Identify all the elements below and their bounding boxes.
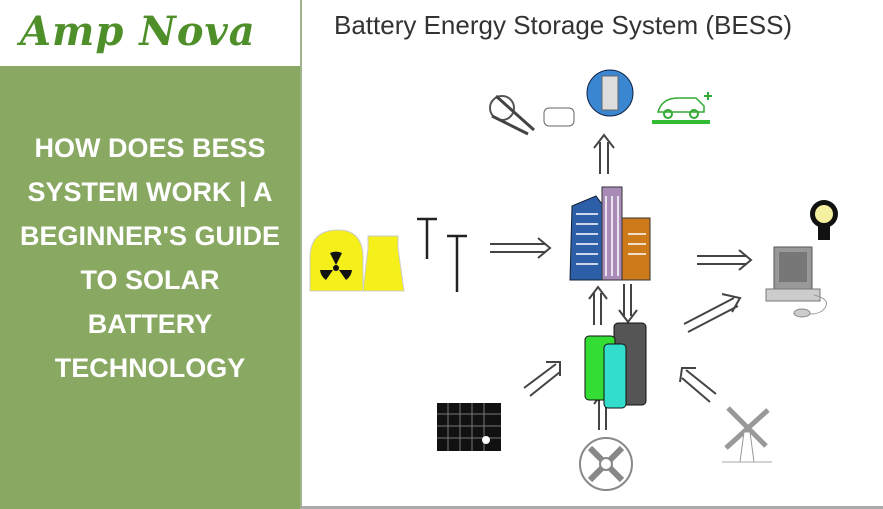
arrow-down-icon [618,284,638,324]
electric-car-icon [652,92,712,124]
solar-panel-icon [437,403,501,451]
power-lines-icon [417,217,467,292]
arrow-diagonal-icon [523,361,561,397]
globe-appliance-icon [586,69,634,117]
motor-belt-icon [489,94,575,136]
diagram-title: Battery Energy Storage System (BESS) [334,10,793,40]
windmill-icon [722,406,772,463]
light-bulb-icon [810,200,838,240]
computer-icon [765,246,827,318]
headline: HOW DOES BESS SYSTEM WORK | A BEGINNER'S… [20,133,280,383]
arrow-diagonal-icon [679,367,717,403]
buildings-icon [569,186,651,281]
amp-nova-logo[interactable]: Amp Nova [20,8,256,55]
headline-panel [0,66,300,509]
nuclear-plant-icon [309,229,405,292]
arrow-up-icon [588,285,608,325]
arrow-up-icon [593,133,615,174]
arrow-right-icon [697,249,753,271]
arrow-right-icon [490,237,552,259]
arrow-diagonal-icon [683,293,742,333]
generator-icon [579,437,633,491]
battery-icon [584,322,647,409]
